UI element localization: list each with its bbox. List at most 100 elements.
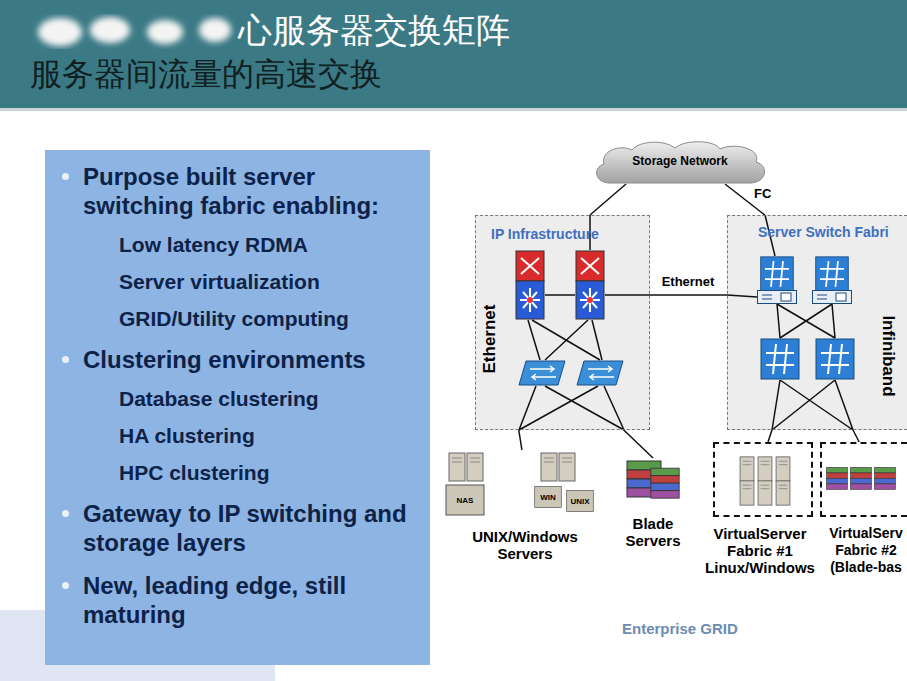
blurred-title-part [199,18,231,42]
blade-server-icon [651,468,679,498]
sub-bullet-text: HA clustering [119,423,418,448]
infiniband-switch-icon [761,339,799,379]
server-icon [446,453,593,515]
virtual-server-icon [740,481,754,505]
node-label: VirtualServer Fabric #1 Linux/Windows [698,525,822,576]
region-fill [475,215,907,430]
node-label: Infiniband [878,315,898,396]
network-wire [545,294,575,296]
virtual-server-icon [758,481,772,505]
link-label: Ethernet [660,274,717,289]
header-band [0,108,907,111]
virtual-server-icon [776,481,790,505]
device-tag: NAS [457,496,474,505]
ethernet-switch-icon [519,361,623,385]
pale-corner-panel [0,610,275,681]
bullet-text: Purpose built server switching fabric en… [83,162,418,220]
infiniband-switch-icon [758,257,855,379]
virtual-server-icon [740,457,895,505]
server-switch-fabric-region: Server Switch FabriInfiniband [727,215,907,430]
bullet-text: Clustering environments [83,345,418,374]
cloud-outline [597,142,765,183]
storage-cloud: Storage Network [590,140,770,184]
bullet-panel: Purpose built server switching fabric en… [45,150,430,665]
network-wire [528,320,602,360]
network-wire [519,386,624,430]
router-icon [516,251,544,319]
virtual-server-fabric: VirtualServ Fabric #2 (Blade-bas [820,442,907,517]
ethernet-switch-icon [519,361,565,385]
blurred-title-part [38,18,82,46]
virtual-server-icon [776,457,790,481]
infiniband-switch-icon [813,291,852,304]
server-icon [535,487,562,508]
server-icon [467,453,483,481]
network-wire [727,295,757,297]
blurred-title-part [90,17,130,43]
sub-bullet-text: HPC clustering [119,460,418,485]
network-link [590,184,626,215]
server-icon [449,453,465,481]
virtual-server-fabric: VirtualServer Fabric #1 Linux/Windows [713,442,813,517]
device-tag: UNIX [570,497,589,506]
server-group: UNIX/Windows Servers [435,450,615,566]
infiniband-switch-icon [816,339,854,379]
node-label: Blade Servers [618,515,688,549]
header-band [0,0,907,111]
network-link [768,430,772,442]
virtual-server-icon [875,467,896,489]
ethernet-switch-icon [577,361,623,385]
network-wire [777,304,835,338]
network-link [519,430,522,450]
network-link [650,294,727,296]
cloud-outline [590,140,770,184]
server-icon [567,491,594,512]
slide-subtitle: 服务器间流量的高速交换 [30,53,382,97]
network-link [624,430,653,458]
virtual-server-icon [740,457,754,481]
server-icon [541,453,557,481]
infiniband-switch-icon [758,291,797,304]
node-label: VirtualServ Fabric #2 (Blade-bas [825,525,907,576]
node-label: Ethernet [480,305,500,374]
network-wire [519,215,853,430]
blade-server-icon [627,461,679,498]
virtual-server-icon [758,457,772,481]
sub-bullet-text: Server virtualization [119,269,418,294]
node-label: Storage Network [590,154,770,168]
virtual-server-icon [851,467,872,489]
blade-server-group: Blade Servers [618,458,688,553]
region-fill [727,215,907,430]
node-label: IP Infrastructure [491,226,599,242]
network-wire [589,215,591,250]
virtual-server-icon [827,467,848,489]
node-label: UNIX/Windows Servers [460,528,590,562]
server-icon [446,485,484,515]
router-icon [516,251,604,319]
infiniband-switch-icon [816,257,849,291]
network-link [853,430,859,442]
ip-infrastructure-region: IP InfrastructureEthernet [475,215,650,430]
region-fill [475,215,650,430]
device-tag: WIN [540,493,556,502]
slide-title: 心服务器交换矩阵 [238,8,510,54]
sub-bullet-text: Database clustering [119,386,418,411]
sub-bullet-text: GRID/Utility computing [119,306,418,331]
network-wire [772,380,853,430]
bullet-text: New, leading edge, still maturing [83,571,418,629]
bullet-text: Gateway to IP switching and storage laye… [83,499,418,557]
network-wire [605,294,650,296]
node-label: Server Switch Fabri [758,224,889,240]
infiniband-switch-icon [761,257,794,291]
router-icon [576,251,604,319]
diagram-caption-label: Enterprise GRID [622,620,738,637]
header-band [0,0,907,108]
sub-bullet-text: Low latency RDMA [119,232,418,257]
blurred-title-part [147,20,183,44]
server-icon [559,453,575,481]
